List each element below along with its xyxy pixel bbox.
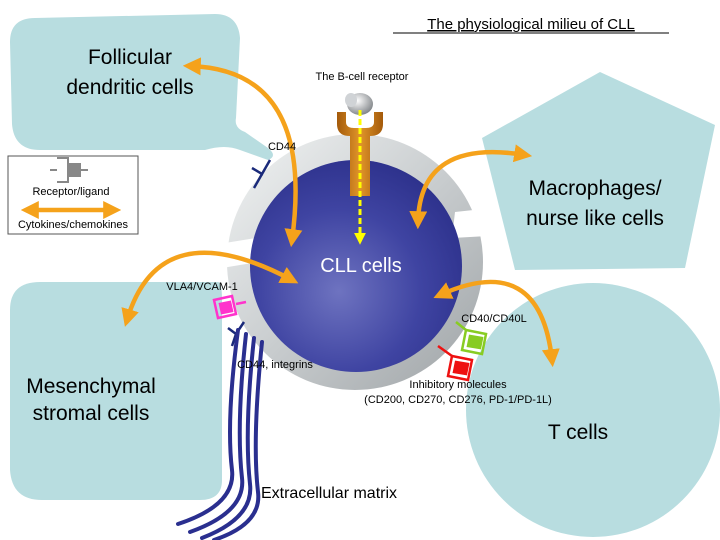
cll-cell — [250, 160, 462, 372]
bcr-label: The B-cell receptor — [316, 71, 409, 83]
macrophage-label-line2: nurse like cells — [526, 207, 664, 230]
vla4-label: VLA4/VCAM-1 — [166, 281, 238, 293]
legend-receptor-icon — [50, 157, 88, 183]
msc-label-line1: Mesenchymal — [26, 375, 156, 398]
legend-receptor-label: Receptor/ligand — [32, 186, 109, 198]
arrow-cll-tcell — [433, 279, 560, 368]
legend-cytokine-label: Cytokines/chemokines — [18, 219, 129, 231]
legend: Receptor/ligand Cytokines/chemokines — [7, 155, 139, 235]
ecm-label: Extracellular matrix — [261, 485, 397, 502]
inhibitory-receptor — [437, 344, 474, 382]
cd44-integrins-label: CD44, integrins — [237, 359, 313, 371]
arrow-msc-cll — [121, 250, 299, 327]
cd40-label: CD40/CD40L — [461, 313, 526, 325]
tcells-label: T cells — [548, 421, 608, 444]
cll-cells-label: CLL cells — [320, 255, 402, 277]
cd44-label: CD44 — [268, 141, 296, 153]
macrophage-label-line1: Macrophages/ — [528, 177, 661, 200]
arrow-cll-macrophage — [409, 144, 533, 230]
extracellular-matrix — [176, 328, 264, 540]
diagram-title: The physiological milieu of CLL — [427, 16, 635, 33]
msc-shape — [10, 282, 222, 500]
vla4-receptor — [212, 294, 247, 320]
fdc-label-line1: Follicular — [88, 46, 172, 69]
cd44-receptor — [251, 159, 272, 189]
macrophage-shape — [482, 72, 715, 270]
inhibitory-label-line1: Inhibitory molecules — [409, 379, 507, 391]
bcr-receptor — [337, 93, 383, 196]
fdc-label-line2: dendritic cells — [66, 76, 193, 99]
cd40-receptor — [455, 321, 488, 356]
msc-label-line2: stromal cells — [33, 402, 150, 425]
inhibitory-label-line2: (CD200, CD270, CD276, PD-1/PD-1L) — [364, 394, 552, 406]
arrow-fdc-cll — [182, 57, 303, 248]
